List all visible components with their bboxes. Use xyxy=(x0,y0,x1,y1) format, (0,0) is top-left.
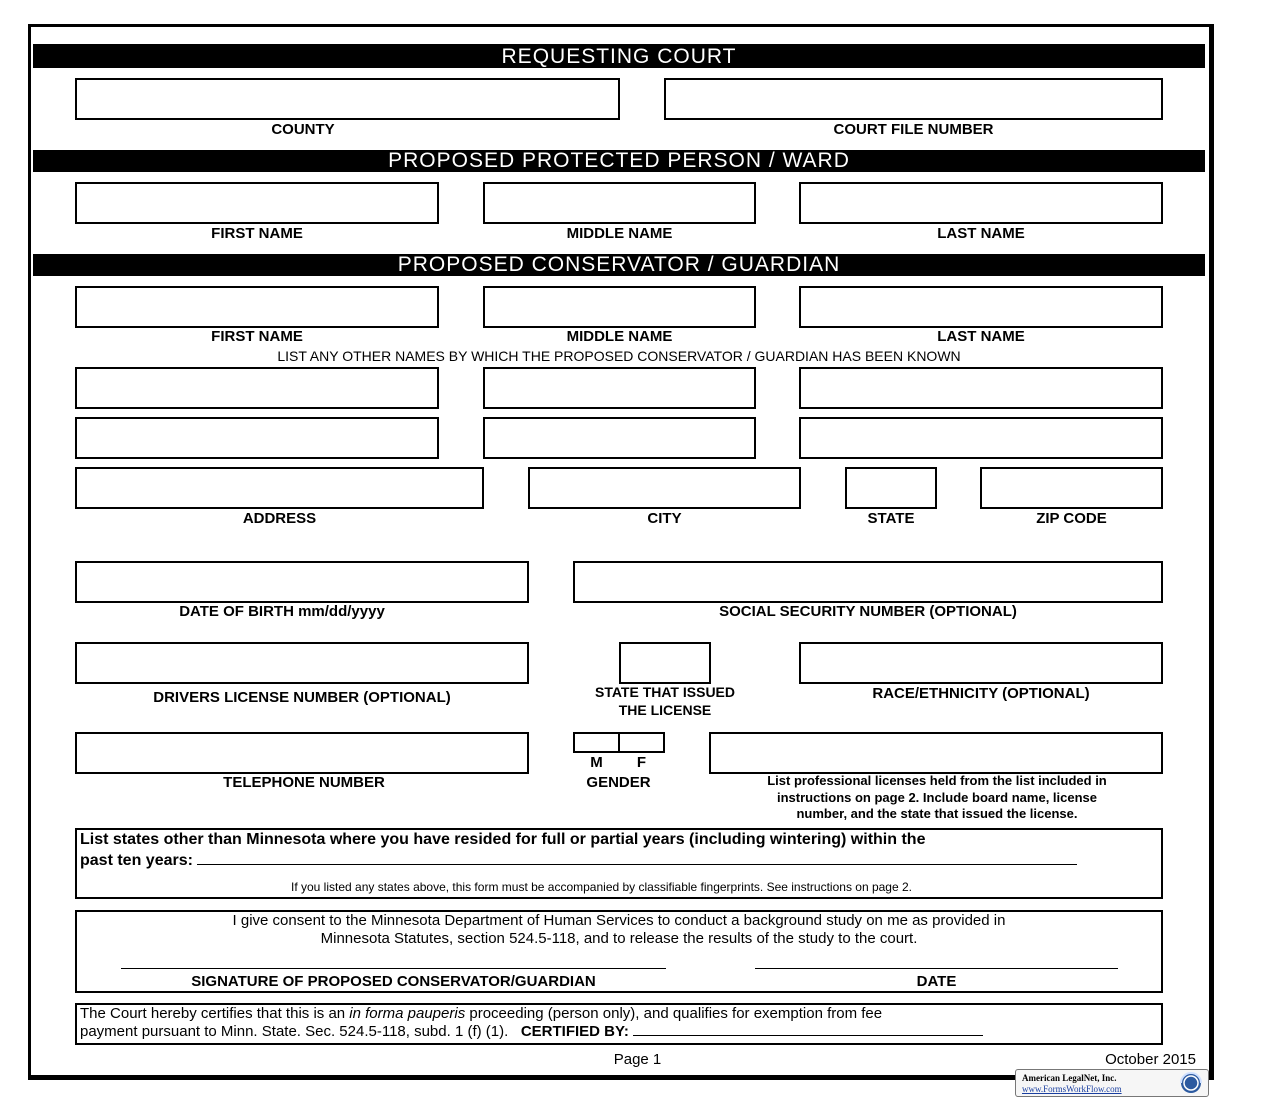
licenses-note-line-3: number, and the state that issued the li… xyxy=(796,806,1078,821)
other-name-input-4[interactable] xyxy=(75,417,439,459)
form-date: October 2015 xyxy=(1105,1051,1196,1068)
ward-middle-name-label: MIDDLE NAME xyxy=(566,225,673,242)
date-of-birth-label: DATE OF BIRTH mm/dd/yyyy xyxy=(179,603,385,620)
licenses-note-line-2: instructions on page 2. Include board na… xyxy=(776,790,1098,805)
conservator-middle-name-input[interactable] xyxy=(483,286,756,328)
certify-line-1: The Court hereby certifies that this is … xyxy=(80,1005,882,1022)
consent-line-2: Minnesota Statutes, section 524.5-118, a… xyxy=(320,930,918,947)
gender-f-label: F xyxy=(636,754,647,771)
gender-label: GENDER xyxy=(586,774,651,791)
telephone-label: TELEPHONE NUMBER xyxy=(223,774,385,791)
professional-licenses-input[interactable] xyxy=(709,732,1163,774)
residence-box xyxy=(75,828,1163,899)
ward-last-name-input[interactable] xyxy=(799,182,1163,224)
drivers-license-label: DRIVERS LICENSE NUMBER (OPTIONAL) xyxy=(153,689,451,706)
logo-url: www.FormsWorkFlow.com xyxy=(1022,1084,1122,1094)
ward-first-name-label: FIRST NAME xyxy=(211,225,303,242)
consent-line-1: I give consent to the Minnesota Departme… xyxy=(232,912,1006,929)
ssn-label: SOCIAL SECURITY NUMBER (OPTIONAL) xyxy=(719,603,1017,620)
court-file-number-label: COURT FILE NUMBER xyxy=(833,121,994,138)
gender-f-checkbox[interactable] xyxy=(618,732,665,753)
other-name-input-5[interactable] xyxy=(483,417,756,459)
conservator-first-name-label: FIRST NAME xyxy=(211,328,303,345)
top-rule xyxy=(33,44,1205,46)
state-label: STATE xyxy=(867,510,915,527)
county-input[interactable] xyxy=(75,78,620,120)
date-of-birth-input[interactable] xyxy=(75,561,529,603)
state-input[interactable] xyxy=(845,467,937,509)
drivers-license-input[interactable] xyxy=(75,642,529,684)
ssn-input[interactable] xyxy=(573,561,1163,603)
fingerprint-note: If you listed any states above, this for… xyxy=(291,880,912,894)
residence-question-line-2: past ten years: xyxy=(80,852,1078,870)
city-label: CITY xyxy=(647,510,682,527)
city-input[interactable] xyxy=(528,467,801,509)
gender-m-label: M xyxy=(590,754,603,771)
other-name-input-6[interactable] xyxy=(799,417,1163,459)
date-label: DATE xyxy=(916,973,957,990)
logo-company-name: American LegalNet, Inc. xyxy=(1022,1073,1117,1083)
consent-box xyxy=(75,910,1163,993)
zip-code-label: ZIP CODE xyxy=(1036,510,1107,527)
date-line[interactable] xyxy=(755,968,1118,969)
certify-text-2: payment pursuant to Minn. State. Sec. 52… xyxy=(80,1023,509,1040)
page-frame xyxy=(28,24,1214,1080)
certify-text-b: proceeding (person only), and qualifies … xyxy=(465,1005,883,1022)
page-number: Page 1 xyxy=(613,1051,662,1068)
ward-first-name-input[interactable] xyxy=(75,182,439,224)
address-label: ADDRESS xyxy=(242,510,317,527)
licenses-note-line-1: List professional licenses held from the… xyxy=(767,773,1107,788)
other-name-input-2[interactable] xyxy=(483,367,756,409)
ward-middle-name-input[interactable] xyxy=(483,182,756,224)
certify-text-italic: in forma pauperis xyxy=(349,1005,466,1022)
conservator-middle-name-label: MIDDLE NAME xyxy=(566,328,673,345)
other-name-input-1[interactable] xyxy=(75,367,439,409)
signature-label: SIGNATURE OF PROPOSED CONSERVATOR/GUARDI… xyxy=(191,973,596,990)
certify-text-a: The Court hereby certifies that this is … xyxy=(80,1005,350,1022)
license-state-label-1: STATE THAT ISSUED xyxy=(595,684,735,700)
section-header-conservator: PROPOSED CONSERVATOR / GUARDIAN xyxy=(33,254,1205,276)
certified-by-label: CERTIFIED BY: xyxy=(520,1023,629,1040)
residence-states-blank[interactable] xyxy=(197,864,1078,865)
section-header-ward: PROPOSED PROTECTED PERSON / WARD xyxy=(33,150,1205,172)
conservator-last-name-label: LAST NAME xyxy=(937,328,1025,345)
court-file-number-input[interactable] xyxy=(664,78,1163,120)
ward-last-name-label: LAST NAME xyxy=(937,225,1025,242)
other-name-input-3[interactable] xyxy=(799,367,1163,409)
telephone-input[interactable] xyxy=(75,732,529,774)
license-state-input[interactable] xyxy=(619,642,711,684)
certify-box xyxy=(75,1003,1163,1045)
residence-question-label: past ten years: xyxy=(80,852,193,869)
residence-question-line-1: List states other than Minnesota where y… xyxy=(80,831,926,848)
address-input[interactable] xyxy=(75,467,484,509)
signature-line[interactable] xyxy=(121,968,666,969)
zip-code-input[interactable] xyxy=(980,467,1163,509)
gender-m-checkbox[interactable] xyxy=(573,732,620,753)
certify-line-2: payment pursuant to Minn. State. Sec. 52… xyxy=(80,1023,984,1040)
race-ethnicity-input[interactable] xyxy=(799,642,1163,684)
conservator-last-name-input[interactable] xyxy=(799,286,1163,328)
other-names-label: LIST ANY OTHER NAMES BY WHICH THE PROPOS… xyxy=(277,348,961,364)
county-label: COUNTY xyxy=(271,121,335,138)
conservator-first-name-input[interactable] xyxy=(75,286,439,328)
section-header-requesting-court: REQUESTING COURT xyxy=(33,46,1205,68)
license-state-label-2: THE LICENSE xyxy=(618,702,712,718)
logo-globe-icon xyxy=(1180,1072,1202,1093)
race-ethnicity-label: RACE/ETHNICITY (OPTIONAL) xyxy=(872,685,1090,702)
certified-by-blank[interactable] xyxy=(633,1035,984,1036)
american-legalnet-logo[interactable]: American LegalNet, Inc. www.FormsWorkFlo… xyxy=(1015,1069,1209,1097)
